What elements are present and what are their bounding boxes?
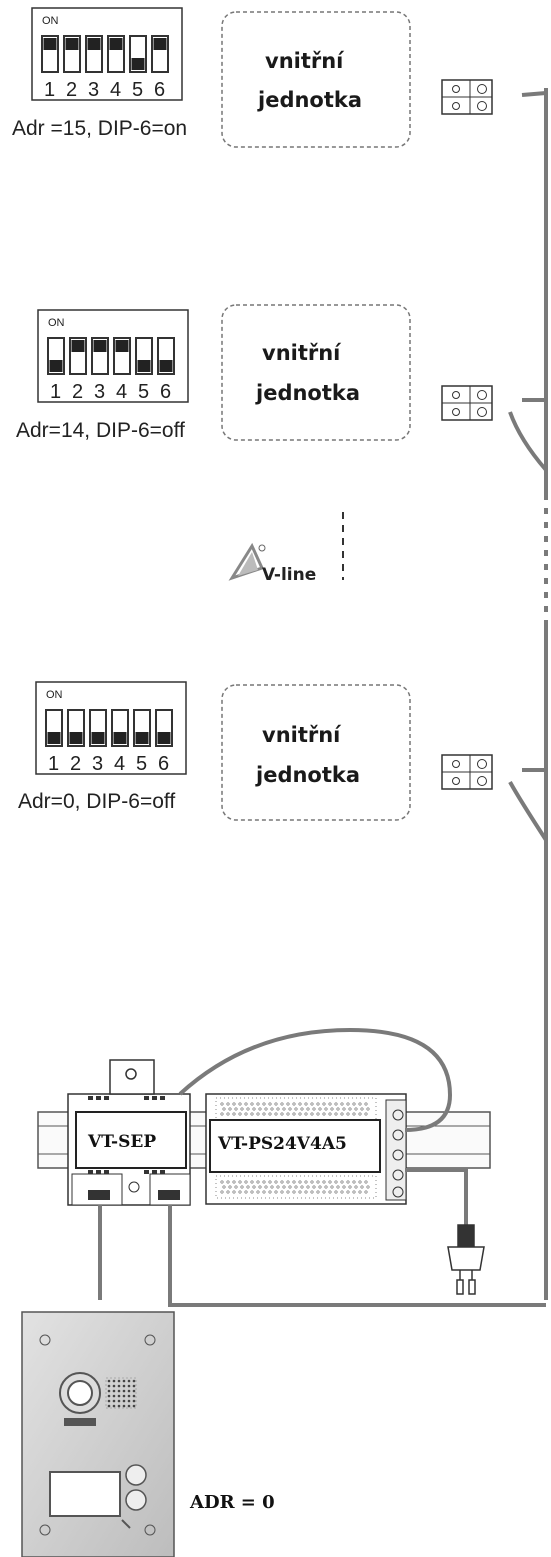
vline-logo: V-line xyxy=(228,542,316,585)
dip-number: 3 xyxy=(92,753,103,775)
dip-switch-knob xyxy=(43,38,57,50)
terminal-block xyxy=(441,385,493,421)
dip-on-label: ON xyxy=(46,689,63,701)
dip-number: 5 xyxy=(132,79,143,101)
name-plate xyxy=(49,1471,121,1517)
indoor-unit-label-line1: vnitřní xyxy=(262,723,342,747)
dip-switch-knob xyxy=(135,732,149,744)
dip-number: 6 xyxy=(160,381,171,403)
dip-number: 2 xyxy=(70,753,81,775)
dip-switch-knob xyxy=(65,38,79,50)
dip-on-label: ON xyxy=(42,15,59,27)
dip-number: 1 xyxy=(44,79,55,101)
power-cables xyxy=(98,1027,546,1307)
dip-number: 4 xyxy=(116,381,127,403)
dip-switch-knob xyxy=(69,732,83,744)
dip-switch-knob xyxy=(115,340,129,352)
dip-switch-knob xyxy=(87,38,101,50)
dip-switch-knob xyxy=(71,340,85,352)
dip-switch-knob xyxy=(131,58,145,70)
dip-number: 3 xyxy=(88,79,99,101)
power-plug-icon xyxy=(447,1224,485,1295)
dip-switch-row xyxy=(45,709,173,747)
indoor-unit-box xyxy=(221,11,411,148)
unit-address-label: Adr=0, DIP-6=off xyxy=(18,790,175,813)
vt-ps24v4a5-label: VT-PS24V4A5 xyxy=(217,1134,347,1154)
vt-sep-label: VT-SEP xyxy=(87,1132,156,1152)
indoor-unit-label-line2: jednotka xyxy=(257,88,362,112)
dip-number: 3 xyxy=(94,381,105,403)
dip-number: 4 xyxy=(114,753,125,775)
bus-cable xyxy=(508,88,548,1300)
logo-text: V-line xyxy=(262,565,316,585)
vt-ps24v4a5-module: VT-PS24V4A5 xyxy=(205,1093,407,1205)
dip-number: 5 xyxy=(136,753,147,775)
dip-number: 5 xyxy=(138,381,149,403)
indoor-unit-box xyxy=(221,304,411,441)
terminal-block xyxy=(441,79,493,115)
indoor-unit-box xyxy=(221,684,411,821)
unit-address-label: Adr =15, DIP-6=on xyxy=(12,117,187,140)
unit-address-label: Adr=14, DIP-6=off xyxy=(16,419,185,442)
call-button-icon xyxy=(125,1464,147,1486)
door-station xyxy=(21,1311,175,1557)
dip-switch-knob xyxy=(47,732,61,744)
dip-number: 4 xyxy=(110,79,121,101)
dip-switch-knob xyxy=(137,360,151,372)
speaker-grille-icon xyxy=(105,1377,137,1409)
dip-number: 6 xyxy=(154,79,165,101)
dip-switch-row xyxy=(41,35,169,73)
camera-icon xyxy=(59,1372,101,1426)
dip-switch-knob xyxy=(157,732,171,744)
dip-on-label: ON xyxy=(48,317,65,329)
dip-switch-knob xyxy=(109,38,123,50)
vt-sep-module: VT-SEP xyxy=(67,1059,191,1206)
indoor-unit-label-line2: jednotka xyxy=(255,381,360,405)
indoor-unit-label-line1: vnitřní xyxy=(265,49,345,73)
dip-switch-knob xyxy=(113,732,127,744)
indoor-unit-label-line2: jednotka xyxy=(255,763,360,787)
dip-number: 1 xyxy=(50,381,61,403)
dip-switch-knob xyxy=(91,732,105,744)
dip-number: 1 xyxy=(48,753,59,775)
dip-switch-knob xyxy=(49,360,63,372)
dip-switch-knob xyxy=(93,340,107,352)
dip-number: 6 xyxy=(158,753,169,775)
dip-switch-knob xyxy=(159,360,173,372)
dip-switch-row xyxy=(47,337,175,375)
dip-switch-knob xyxy=(153,38,167,50)
indoor-unit-label-line1: vnitřní xyxy=(262,341,342,365)
terminal-block xyxy=(441,754,493,790)
dip-number: 2 xyxy=(72,381,83,403)
dip-number: 2 xyxy=(66,79,77,101)
call-button-icon xyxy=(125,1489,147,1511)
door-station-address: ADR = 0 xyxy=(189,1492,275,1513)
